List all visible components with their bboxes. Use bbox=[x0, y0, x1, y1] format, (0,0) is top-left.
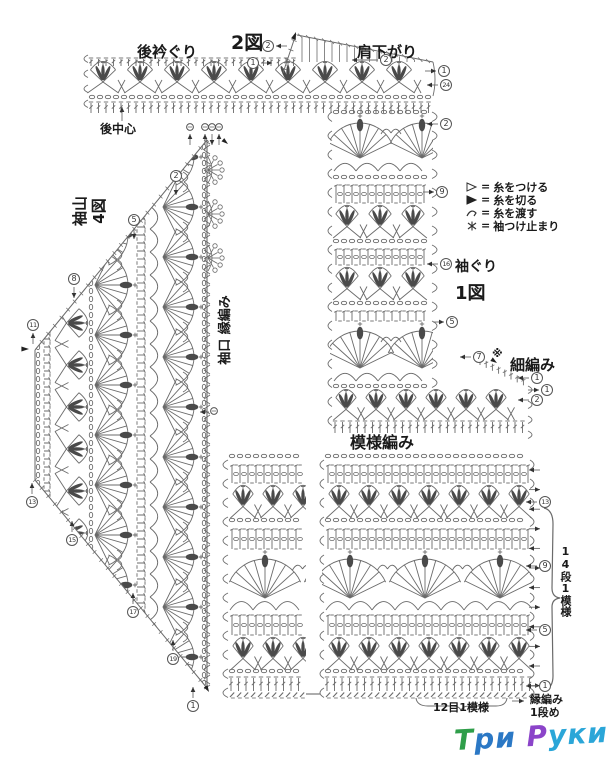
open-triangle-icon bbox=[466, 181, 478, 192]
back-center-arrow bbox=[119, 107, 125, 121]
pattern-block-right-edges bbox=[319, 459, 535, 698]
cuff-edge-label: 袖口 縁編み bbox=[218, 295, 233, 365]
row-number-fan_top-5: 5 bbox=[128, 214, 140, 226]
edge-row1-label: 1段め bbox=[530, 706, 560, 719]
row-number-block_right-1: 1 bbox=[539, 680, 551, 692]
row-number-fan_top-8: 8 bbox=[68, 273, 80, 285]
reference-mark-icon bbox=[467, 221, 477, 230]
row-number-fan_bottom-17: 17 bbox=[127, 606, 139, 618]
shoulder-slope-label: 肩下がり bbox=[357, 43, 418, 61]
row-number-armhole-1: 1 bbox=[531, 372, 543, 384]
mid-edge-marker bbox=[200, 407, 218, 415]
pattern-block-right bbox=[322, 453, 532, 699]
row-number-shoulder-2: 2 bbox=[380, 54, 392, 66]
watermark-letter: Т bbox=[453, 722, 476, 758]
row-number-fan_top-2: 2 bbox=[170, 170, 182, 182]
block-row-arrows bbox=[529, 467, 540, 688]
row-number-armhole-1: 1 bbox=[541, 384, 553, 396]
sts-underbrace bbox=[415, 697, 524, 712]
edge-stitch-label: 縁編み bbox=[530, 693, 563, 706]
row-number-block_right-9: 9 bbox=[539, 560, 551, 572]
pattern-stitch-label: 模様編み bbox=[350, 433, 415, 452]
single-crochet-label: 細編み bbox=[510, 356, 556, 374]
row-number-fan_top-11: 11 bbox=[27, 319, 39, 331]
stitch-markers-cluster bbox=[186, 123, 228, 145]
row-number-fan_bottom-19: 19 bbox=[167, 653, 179, 665]
watermark-letter: Р bbox=[525, 719, 549, 754]
row-number-strip_right-9: 9 bbox=[436, 186, 448, 198]
row-number-fan_bottom-15: 15 bbox=[66, 534, 78, 546]
watermark-letter: ри bbox=[473, 720, 517, 756]
back-center-label: 後中心 bbox=[100, 122, 137, 136]
marker-arrows bbox=[29, 43, 539, 698]
watermark-letter: уки bbox=[547, 715, 609, 753]
row-number-block_right-5: 5 bbox=[539, 624, 551, 636]
sleeve-cap-fan bbox=[35, 140, 207, 688]
pattern-block-left-edges bbox=[222, 459, 320, 698]
legend: =糸をつける =糸を切る =糸を渡す =袖つけ止まり bbox=[466, 180, 559, 233]
figure1-label: 1図 bbox=[455, 283, 486, 304]
row-number-strip_right-24: 24 bbox=[440, 79, 452, 91]
row-number-strip_right-16: 16 bbox=[440, 258, 452, 270]
row-number-fan_bottom-13: 13 bbox=[26, 496, 38, 508]
solid-triangle-icon bbox=[466, 194, 478, 205]
back-neck-band bbox=[83, 33, 436, 113]
edge-flower-motifs bbox=[207, 155, 225, 273]
rows-per-pattern-label: 14段1模様 bbox=[559, 545, 572, 617]
row-number-armhole-2: 2 bbox=[531, 394, 543, 406]
legend-item-cut-yarn: =糸を切る bbox=[466, 193, 559, 207]
row-number-fan_bottom-1: 1 bbox=[187, 700, 199, 712]
legend-item-sleeve-stop: =袖つけ止まり bbox=[466, 219, 559, 233]
row-number-block_right-13: 13 bbox=[539, 496, 551, 508]
row-number-strip_right-1: 1 bbox=[438, 65, 450, 77]
figure2-label: 2図 bbox=[231, 32, 264, 54]
row-number-strip_right-5: 5 bbox=[446, 316, 458, 328]
back-neck-label: 後衿ぐり bbox=[137, 43, 198, 61]
pattern-block-left bbox=[228, 453, 306, 699]
legend-item-carry-yarn: =糸を渡す bbox=[466, 206, 559, 220]
reference-mark: ※ bbox=[492, 347, 503, 360]
row-number-armhole-7: 7 bbox=[473, 351, 485, 363]
body-strip bbox=[330, 109, 433, 389]
sts-per-pattern-label: 12目1模様 bbox=[433, 701, 489, 714]
body-strip-ext bbox=[327, 111, 533, 439]
row-number-top_diagonal-2: 2 bbox=[262, 40, 274, 52]
rows-bracket bbox=[543, 507, 561, 691]
row-number-strip_right-2: 2 bbox=[440, 118, 452, 130]
figure2-diagonal bbox=[281, 32, 297, 74]
row-number-top_diagonal-1: 1 bbox=[247, 57, 259, 69]
yarn-curve-icon bbox=[466, 209, 477, 216]
legend-item-attach-yarn: =糸をつける bbox=[466, 180, 559, 194]
cuff-edge-zipper bbox=[203, 139, 211, 692]
armhole-label: 袖ぐり bbox=[455, 259, 497, 275]
